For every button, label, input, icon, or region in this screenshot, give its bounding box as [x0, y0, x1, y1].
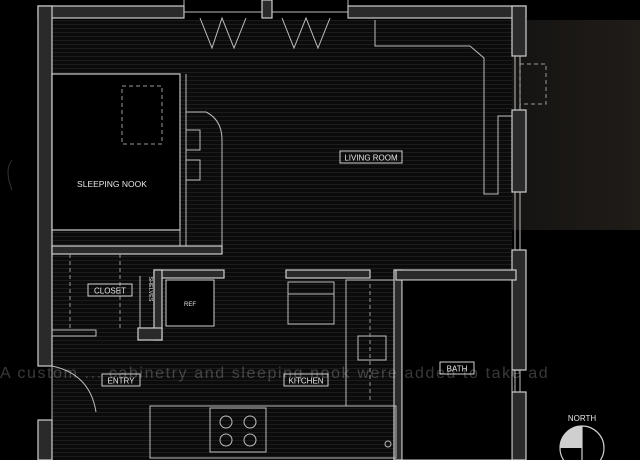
north-label: NORTH: [568, 414, 597, 423]
room-label-closet: CLOSET: [87, 283, 133, 297]
edge-marker: [7, 159, 13, 191]
shelves-label: SHELVES: [147, 277, 153, 302]
sleeping-nook-area: [51, 73, 223, 250]
interior-walls: [51, 245, 517, 460]
north-arrow: NORTH: [559, 414, 605, 460]
closet-area: [51, 254, 141, 337]
kitchen-cabinetry: [149, 279, 397, 459]
room-label-sleeping-nook: SLEEPING NOOK: [77, 179, 147, 189]
ref-label: REF: [184, 302, 196, 308]
refrigerator: [165, 279, 215, 327]
room-label-living-room: LIVING ROOM: [339, 150, 403, 164]
room-label-entry: ENTRY: [101, 373, 141, 387]
bath-area: [401, 279, 513, 460]
room-label-kitchen: KITCHEN: [283, 373, 329, 387]
exterior-walls: [37, 0, 527, 460]
entry-label: ENTRY: [108, 377, 136, 386]
room-label-ref: REF: [184, 302, 196, 308]
compass-needle-icon: [560, 426, 582, 448]
room-label-bath: BATH: [439, 361, 475, 375]
bath-label: BATH: [447, 365, 468, 374]
closet-label: CLOSET: [94, 287, 126, 296]
sleeping-nook-label: SLEEPING NOOK: [77, 179, 147, 189]
folding-doors: [183, 0, 349, 50]
entry-door: [51, 365, 97, 420]
room-label-shelves: SHELVES: [147, 277, 153, 302]
living-room-label: LIVING ROOM: [344, 154, 398, 163]
kitchen-label: KITCHEN: [288, 377, 323, 386]
